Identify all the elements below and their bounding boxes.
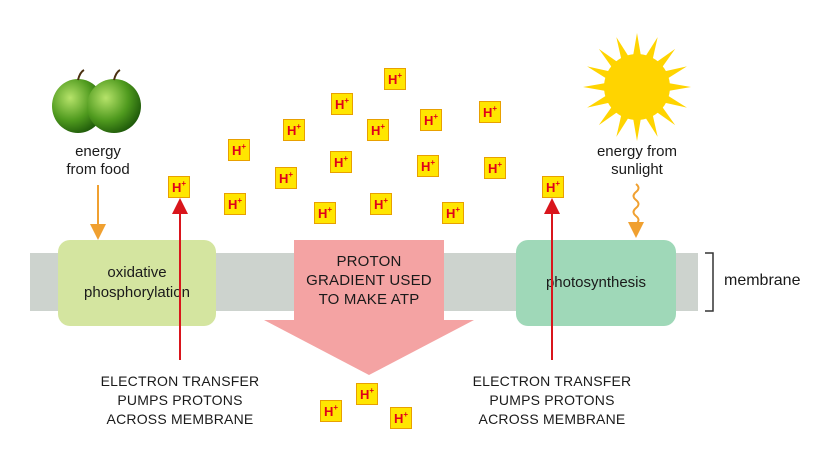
sun-ray — [656, 106, 676, 126]
right-caption: ELECTRON TRANSFER PUMPS PROTONS ACROSS M… — [452, 372, 652, 429]
sun-ray — [664, 66, 687, 79]
right-caption-line3: ACROSS MEMBRANE — [478, 411, 626, 427]
photosynthesis-label: photosynthesis — [545, 274, 647, 291]
proton-ion: H+ — [367, 119, 389, 141]
oxidative-box-line1: oxidative — [107, 264, 167, 281]
proton-ion: H+ — [384, 68, 406, 90]
proton-ion: H+ — [331, 93, 353, 115]
gradient-line1: PROTON — [336, 253, 402, 270]
proton-ion: H+ — [356, 383, 378, 405]
gradient-line3: TO MAKE ATP — [318, 291, 420, 308]
sun-ray — [616, 37, 629, 60]
proton-ion: H+ — [370, 193, 392, 215]
sun-ray — [656, 48, 676, 68]
left-caption: ELECTRON TRANSFER PUMPS PROTONS ACROSS M… — [80, 372, 280, 429]
proton-ion: H+ — [542, 176, 564, 198]
proton-ion: H+ — [228, 139, 250, 161]
proton-ion: H+ — [330, 151, 352, 173]
left-caption-line2: PUMPS PROTONS — [117, 392, 243, 408]
proton-ion: H+ — [275, 167, 297, 189]
sun-ray — [633, 118, 641, 141]
proton-ion: H+ — [417, 155, 439, 177]
sun-ray — [645, 114, 658, 137]
proton-ion: H+ — [224, 193, 246, 215]
proton-ion: H+ — [484, 157, 506, 179]
food-label-line1: energy — [75, 143, 121, 160]
proton-ion: H+ — [320, 400, 342, 422]
sun-ray — [668, 83, 691, 91]
sun-icon — [583, 33, 691, 141]
proton-ion: H+ — [420, 109, 442, 131]
sun-ray — [587, 95, 610, 108]
photosynthesis-box: photosynthesis — [516, 240, 676, 326]
sun-ray — [598, 48, 618, 68]
left-caption-line3: ACROSS MEMBRANE — [106, 411, 254, 427]
oxidative-phosphorylation-box: oxidative phosphorylation — [58, 240, 216, 326]
left-caption-line1: ELECTRON TRANSFER — [100, 373, 260, 389]
sun-ray — [645, 37, 658, 60]
right-caption-line2: PUMPS PROTONS — [489, 392, 615, 408]
sun-ray — [598, 106, 618, 126]
sun-label-line2: sunlight — [611, 161, 663, 178]
oxidative-box-line2: phosphorylation — [84, 284, 190, 301]
right-caption-line1: ELECTRON TRANSFER — [472, 373, 632, 389]
proton-ion: H+ — [479, 101, 501, 123]
apples-icon — [52, 69, 141, 133]
sun-ray — [583, 83, 606, 91]
gradient-line2: GRADIENT USED — [306, 272, 432, 289]
sun-ray — [587, 66, 610, 79]
membrane-label: membrane — [724, 272, 801, 289]
sun-ray — [616, 114, 629, 137]
sun-label-line1: energy from — [596, 143, 678, 160]
sunlight-energy-label: energy from sunlight — [572, 143, 702, 179]
proton-ion: H+ — [314, 202, 336, 224]
sun-ray — [633, 33, 641, 56]
proton-ion: H+ — [168, 176, 190, 198]
food-label-line2: from food — [66, 161, 130, 178]
sun-ray — [664, 95, 687, 108]
gradient-arrow-text: PROTON GRADIENT USED TO MAKE ATP — [294, 252, 444, 309]
proton-ion: H+ — [442, 202, 464, 224]
proton-ion: H+ — [390, 407, 412, 429]
food-energy-label: energy from food — [38, 143, 158, 179]
proton-ion: H+ — [283, 119, 305, 141]
